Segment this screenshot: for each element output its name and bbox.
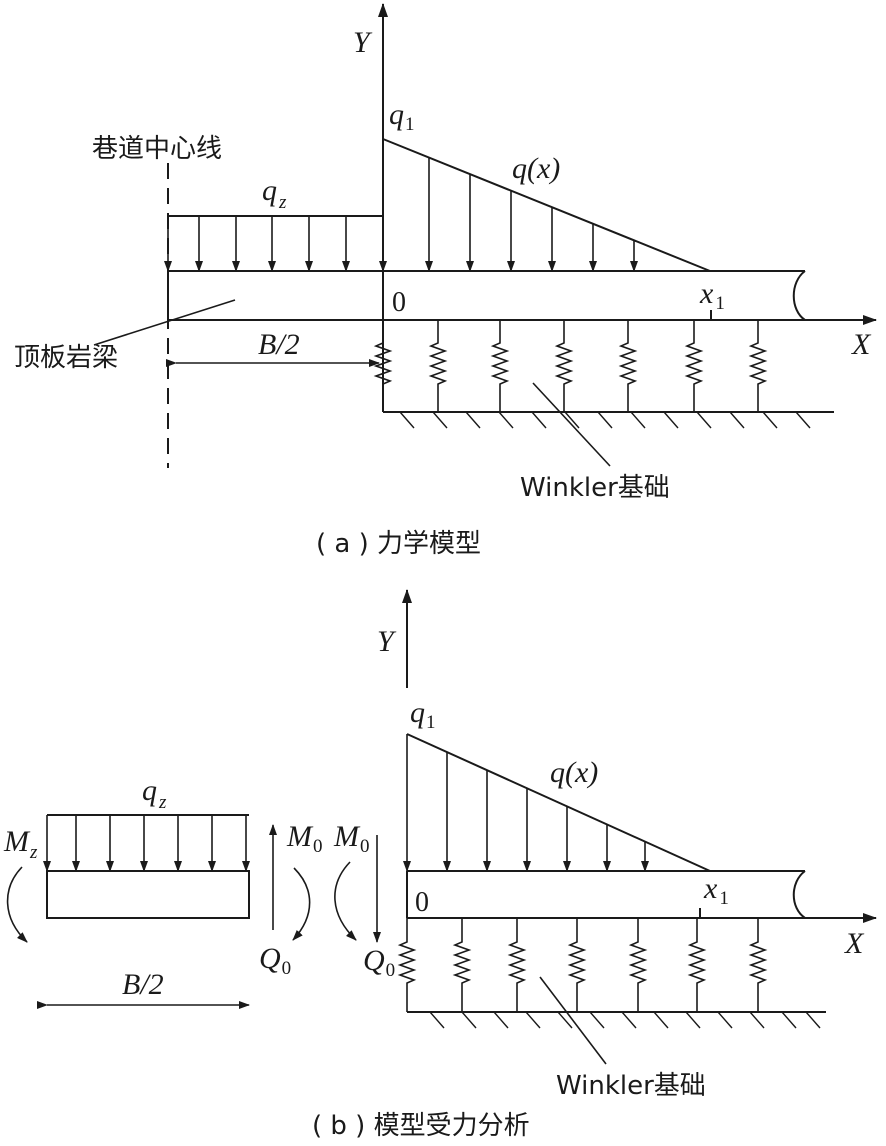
winkler-springs-a	[373, 320, 768, 412]
qx-label-a: q(x)	[512, 152, 560, 185]
origin-label-a: 0	[392, 287, 406, 318]
half-width-label-a: B/2	[258, 328, 300, 361]
left-beam-segment	[46, 870, 250, 919]
origin-label-b: 0	[415, 887, 429, 918]
m0-right-moment-arrow	[334, 861, 357, 941]
q0-left-label: Q0	[259, 942, 291, 979]
winkler-leader-b	[539, 976, 607, 1065]
m0-left-moment-arrow	[292, 867, 311, 941]
y-axis-label-b: Y	[377, 625, 397, 658]
m0-right-label: M0	[333, 820, 370, 857]
roof-beam-label: 顶板岩梁	[14, 343, 118, 373]
winkler-label-b: Winkler基础	[556, 1071, 706, 1101]
ground-a	[383, 411, 834, 429]
q1-label-a: q1	[389, 98, 415, 135]
half-width-label-b: B/2	[122, 968, 164, 1001]
winkler-leader-a	[532, 382, 611, 467]
m0-left-label: M0	[286, 820, 323, 857]
uniform-load-qz-a	[164, 215, 387, 272]
q0-right-label: Q0	[363, 944, 395, 981]
uniform-load-qz-b	[43, 814, 250, 872]
triangular-load-qx-b	[403, 733, 711, 872]
winkler-springs-b	[397, 918, 768, 1012]
q1-label-b: q1	[410, 696, 436, 733]
y-axis-label-a: Y	[353, 26, 373, 59]
right-beam-segment	[406, 870, 806, 919]
qx-label-b: q(x)	[550, 756, 598, 789]
caption-a: ( a ) 力学模型	[316, 529, 481, 559]
x-axis-label-b: X	[844, 927, 865, 960]
centerline-label: 巷道中心线	[92, 134, 222, 164]
triangular-load-qx-a	[382, 138, 711, 272]
mz-moment-arrow	[6, 866, 28, 943]
ground-b	[407, 1011, 826, 1029]
caption-b: ( b ) 模型受力分析	[312, 1111, 530, 1141]
roof-beam-leader	[93, 299, 236, 346]
winkler-label-a: Winkler基础	[520, 473, 670, 503]
mz-label: Mz	[3, 825, 38, 863]
x-axis-label-a: X	[851, 328, 872, 361]
